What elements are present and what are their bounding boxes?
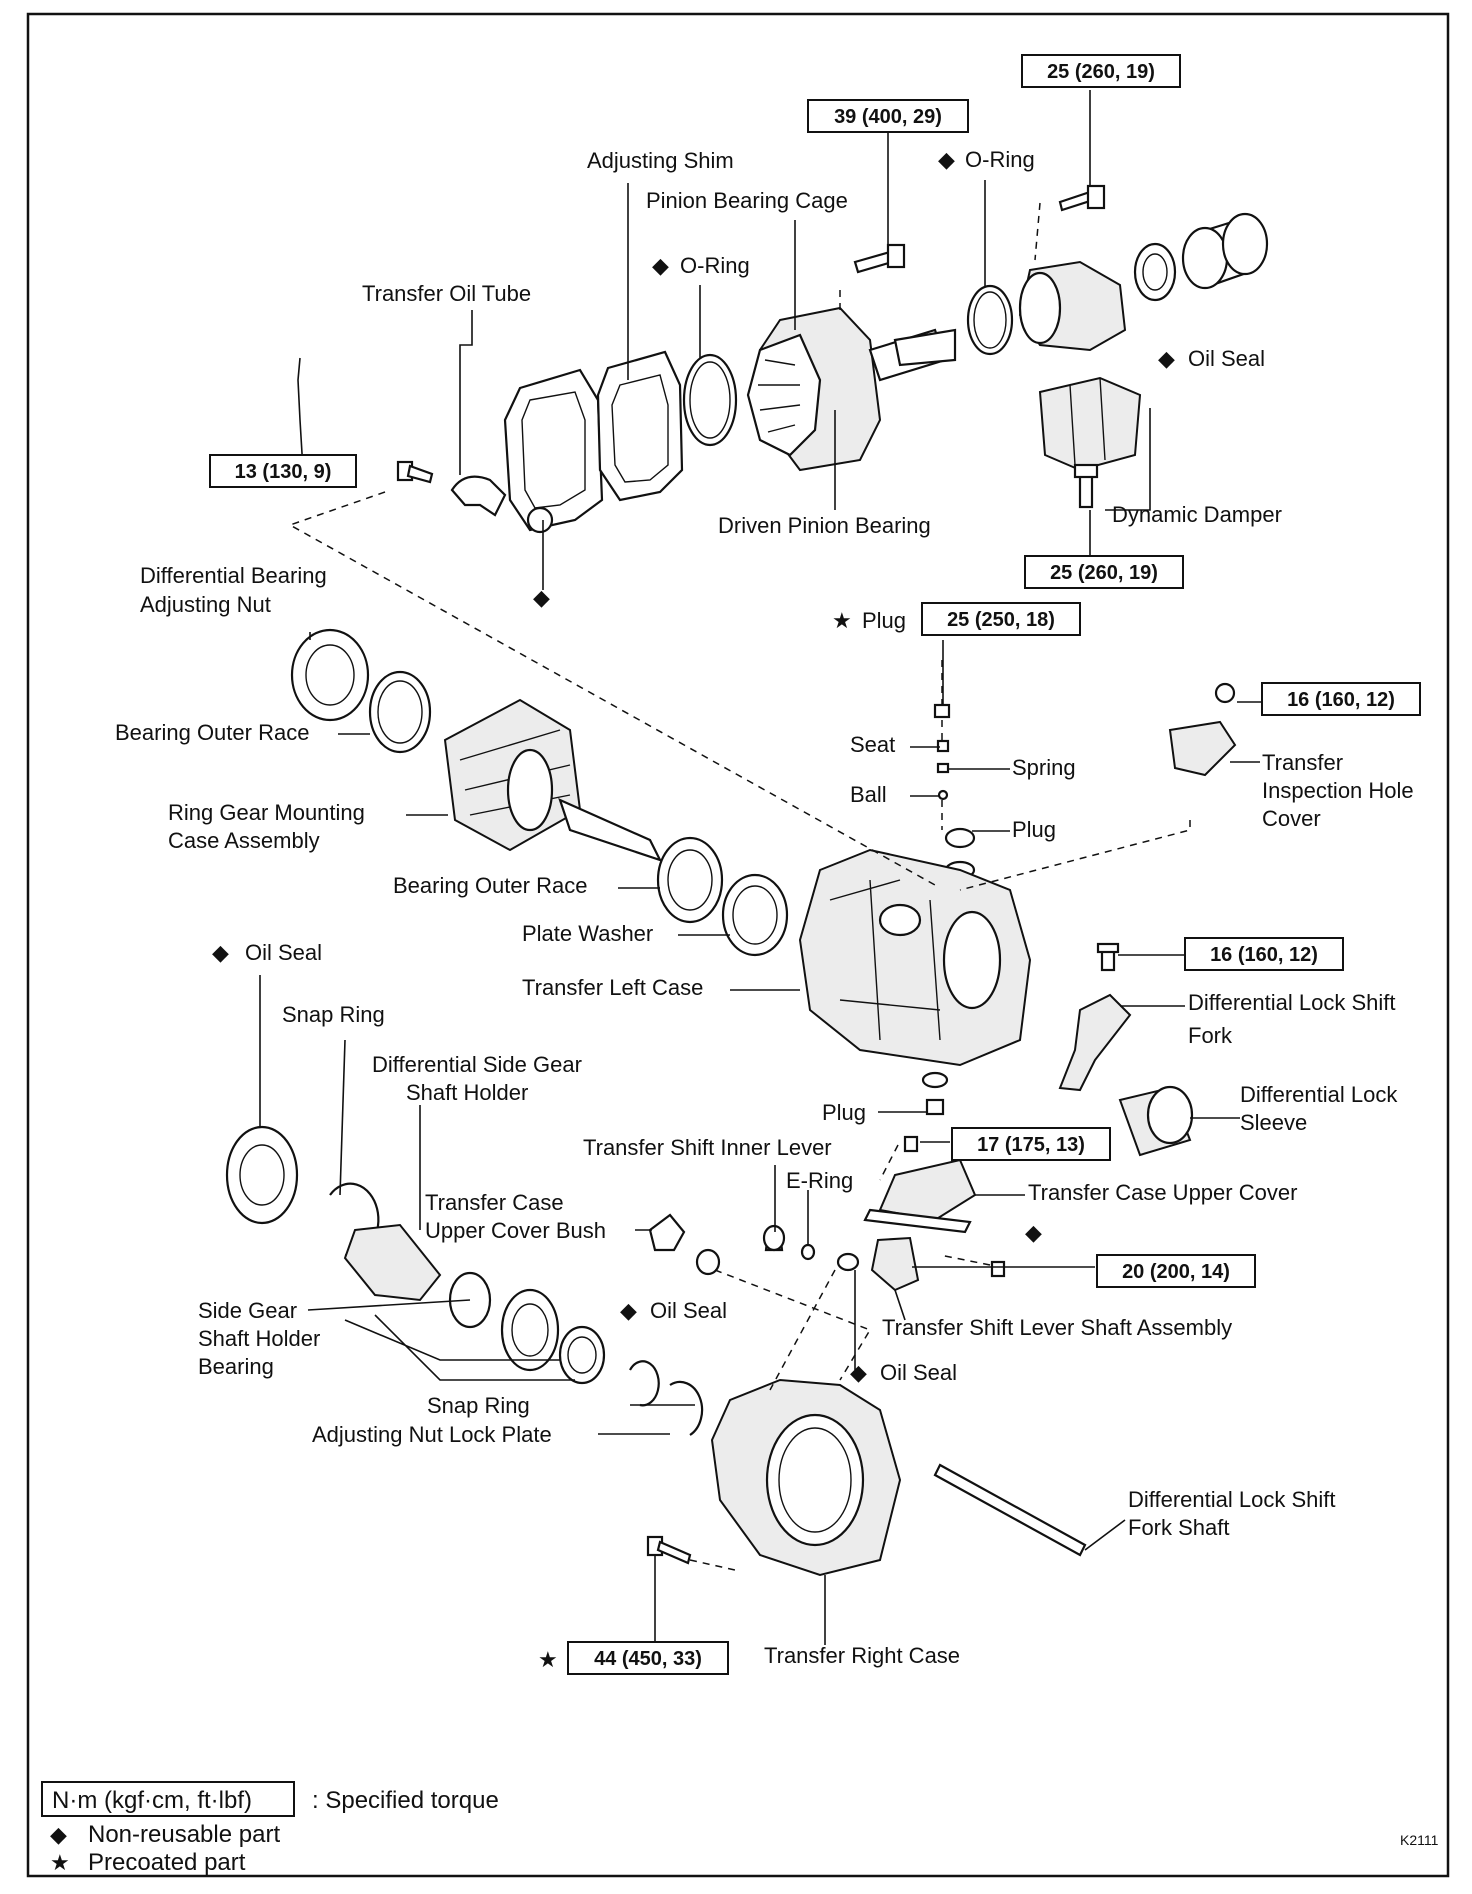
label-transfer-oil-tube: Transfer Oil Tube <box>362 281 531 306</box>
torque-value: 17 (175, 13) <box>977 1134 1085 1156</box>
label-transfer-case-upper-cover-bush: Transfer Case <box>425 1190 564 1215</box>
label-transfer-case-upper-cover: Transfer Case Upper Cover <box>1028 1180 1297 1205</box>
torque-value: 13 (130, 9) <box>235 461 332 483</box>
label-transfer-shift-inner-lever: Transfer Shift Inner Lever <box>583 1135 832 1160</box>
label-e-ring: E-Ring <box>786 1168 853 1193</box>
precoated-marker: ★ <box>832 609 852 634</box>
label-diff-lock-sleeve: Sleeve <box>1240 1110 1307 1135</box>
label-adjusting-shim: Adjusting Shim <box>587 148 734 173</box>
torque-box <box>1021 54 1181 88</box>
label-o-ring: O-Ring <box>680 253 750 278</box>
precoated-marker: ★ <box>538 1648 558 1673</box>
torque-value: 25 (250, 18) <box>947 609 1055 631</box>
legend: N·m (kgf·cm, ft·lbf) : Specified torque … <box>41 1781 1439 1876</box>
label-bearing-outer-race: Bearing Outer Race <box>393 873 587 898</box>
label-transfer-left-case: Transfer Left Case <box>522 975 703 1000</box>
non-reusable-marker: ◆ <box>1025 1221 1042 1246</box>
assembly-lines <box>288 202 1191 1571</box>
label-ring-gear-mounting-case: Case Assembly <box>168 828 320 853</box>
non-reusable-marker: ◆ <box>938 148 955 173</box>
label-plate-washer: Plate Washer <box>522 921 653 946</box>
legend-non-reusable: Non-reusable part <box>88 1821 280 1848</box>
label-transfer-shift-lever-shaft-assembly: Transfer Shift Lever Shaft Assembly <box>882 1315 1232 1340</box>
label-side-gear-shaft-holder-bearing: Side Gear <box>198 1298 297 1323</box>
label-o-ring: O-Ring <box>965 147 1035 172</box>
figure-code: K2111 <box>1400 1832 1439 1848</box>
label-bearing-outer-race: Bearing Outer Race <box>115 720 309 745</box>
part-markers: ◆ ◆ ◆ ◆ ★ ◆ ◆ ◆ ◆ ★ <box>212 148 1175 1673</box>
label-ring-gear-mounting-case: Ring Gear Mounting <box>168 800 365 825</box>
label-transfer-inspection-hole-cover: Cover <box>1262 806 1321 831</box>
torque-box <box>209 454 357 488</box>
legend-unit-box <box>41 1781 295 1817</box>
label-side-gear-shaft-holder-bearing: Shaft Holder <box>198 1326 320 1351</box>
torque-value: 39 (400, 29) <box>834 106 942 128</box>
non-reusable-marker: ◆ <box>1158 347 1175 372</box>
legend-star-symbol: ★ <box>50 1851 70 1876</box>
label-dynamic-damper: Dynamic Damper <box>1112 502 1282 527</box>
torque-box <box>567 1641 729 1675</box>
label-driven-pinion-bearing: Driven Pinion Bearing <box>718 513 931 538</box>
torque-value: 44 (450, 33) <box>594 1648 702 1670</box>
label-diff-lock-shift-fork-shaft: Differential Lock Shift <box>1128 1487 1335 1512</box>
torque-box <box>951 1127 1111 1161</box>
label-seat: Seat <box>850 732 895 757</box>
torque-box <box>1261 682 1421 716</box>
label-transfer-inspection-hole-cover: Inspection Hole <box>1262 778 1414 803</box>
label-diff-bearing-adjusting-nut: Differential Bearing <box>140 563 327 588</box>
torque-value: 25 (260, 19) <box>1050 562 1158 584</box>
part-labels: Adjusting Shim Pinion Bearing Cage O-Rin… <box>115 147 1414 1668</box>
label-spring: Spring <box>1012 755 1076 780</box>
label-ball: Ball <box>850 782 887 807</box>
label-diff-side-gear-shaft-holder: Differential Side Gear <box>372 1052 582 1077</box>
label-diff-lock-shift-fork: Differential Lock Shift <box>1188 990 1395 1015</box>
label-diff-lock-shift-fork: Fork <box>1188 1023 1233 1048</box>
label-oil-seal: Oil Seal <box>245 940 322 965</box>
torque-box <box>807 99 969 133</box>
torque-specs: 25 (260, 19) 39 (400, 29) 13 (130, 9) 25… <box>209 54 1421 1675</box>
label-plug: Plug <box>1012 817 1056 842</box>
label-oil-seal: Oil Seal <box>650 1298 727 1323</box>
label-oil-seal: Oil Seal <box>880 1360 957 1385</box>
label-transfer-right-case: Transfer Right Case <box>764 1643 960 1668</box>
diagram-border <box>26 12 1450 1878</box>
label-snap-ring: Snap Ring <box>282 1002 385 1027</box>
label-side-gear-shaft-holder-bearing: Bearing <box>198 1354 274 1379</box>
non-reusable-marker: ◆ <box>620 1299 637 1324</box>
legend-diamond-symbol: ◆ <box>50 1823 67 1848</box>
parts-drawings <box>225 184 1269 1577</box>
legend-precoated: Precoated part <box>88 1849 246 1876</box>
label-diff-bearing-adjusting-nut: Adjusting Nut <box>140 592 271 617</box>
label-transfer-case-upper-cover-bush: Upper Cover Bush <box>425 1218 606 1243</box>
label-diff-lock-sleeve: Differential Lock <box>1240 1082 1398 1107</box>
label-plug: Plug <box>822 1100 866 1125</box>
torque-box <box>921 602 1081 636</box>
label-plug: Plug <box>862 608 906 633</box>
non-reusable-marker: ◆ <box>212 941 229 966</box>
non-reusable-marker: ◆ <box>652 254 669 279</box>
label-pinion-bearing-cage: Pinion Bearing Cage <box>646 188 848 213</box>
legend-unit: N·m (kgf·cm, ft·lbf) <box>52 1787 252 1814</box>
torque-box <box>1096 1254 1256 1288</box>
torque-value: 25 (260, 19) <box>1047 61 1155 83</box>
label-snap-ring: Snap Ring <box>427 1393 530 1418</box>
label-transfer-inspection-hole-cover: Transfer <box>1262 750 1343 775</box>
torque-value: 20 (200, 14) <box>1122 1261 1230 1283</box>
label-adjusting-nut-lock-plate: Adjusting Nut Lock Plate <box>312 1422 552 1447</box>
non-reusable-marker: ◆ <box>533 586 550 611</box>
label-diff-lock-shift-fork-shaft: Fork Shaft <box>1128 1515 1229 1540</box>
non-reusable-marker: ◆ <box>850 1361 867 1386</box>
leader-lines <box>259 90 1263 1645</box>
torque-box <box>1024 555 1184 589</box>
torque-value: 16 (160, 12) <box>1287 689 1395 711</box>
label-diff-side-gear-shaft-holder: Shaft Holder <box>406 1080 528 1105</box>
torque-box <box>1184 937 1344 971</box>
label-oil-seal: Oil Seal <box>1188 346 1265 371</box>
torque-value: 16 (160, 12) <box>1210 944 1318 966</box>
legend-unit-description: : Specified torque <box>312 1787 499 1814</box>
